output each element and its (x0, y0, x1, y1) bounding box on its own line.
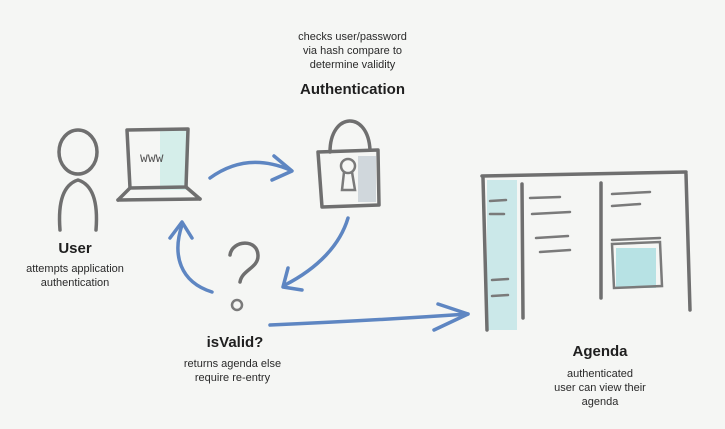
authentication-description-line: checks user/password (298, 31, 407, 43)
arrow-auth-to-valid (281, 216, 350, 292)
laptop-icon: www (116, 127, 202, 202)
user-description-line: authentication (40, 277, 110, 289)
isvalid-description-line: require re-entry (194, 372, 271, 384)
user-description: attempts application authentication (5, 262, 145, 290)
authentication-description-line: via hash compare to (302, 45, 403, 57)
authentication-title: Authentication (300, 81, 405, 98)
agenda-title: Agenda (572, 343, 628, 360)
user-title: User (58, 240, 92, 257)
padlock-icon (316, 119, 381, 209)
authentication-description-line: determine validity (309, 59, 396, 71)
agenda-description-line: authenticated (566, 368, 634, 380)
agenda-description-line: agenda (581, 396, 619, 408)
arrow-valid-to-agenda (268, 302, 470, 332)
isvalid-description: returns agenda else require re-entry (160, 357, 305, 385)
calendar-icon (480, 170, 692, 332)
laptop-screen-text: www (140, 151, 164, 166)
question-mark-icon (228, 241, 260, 312)
user-description-line: attempts application (26, 263, 124, 275)
isvalid-description-line: returns agenda else (183, 358, 282, 370)
isvalid-title: isValid? (206, 334, 264, 351)
person-icon (57, 128, 99, 232)
arrow-user-to-auth (208, 154, 294, 182)
arrow-valid-to-user (168, 220, 214, 294)
agenda-description: authenticated user can view their agenda (535, 367, 665, 409)
agenda-description-line: user can view their (554, 382, 646, 394)
authentication-description: checks user/password via hash compare to… (270, 30, 435, 72)
